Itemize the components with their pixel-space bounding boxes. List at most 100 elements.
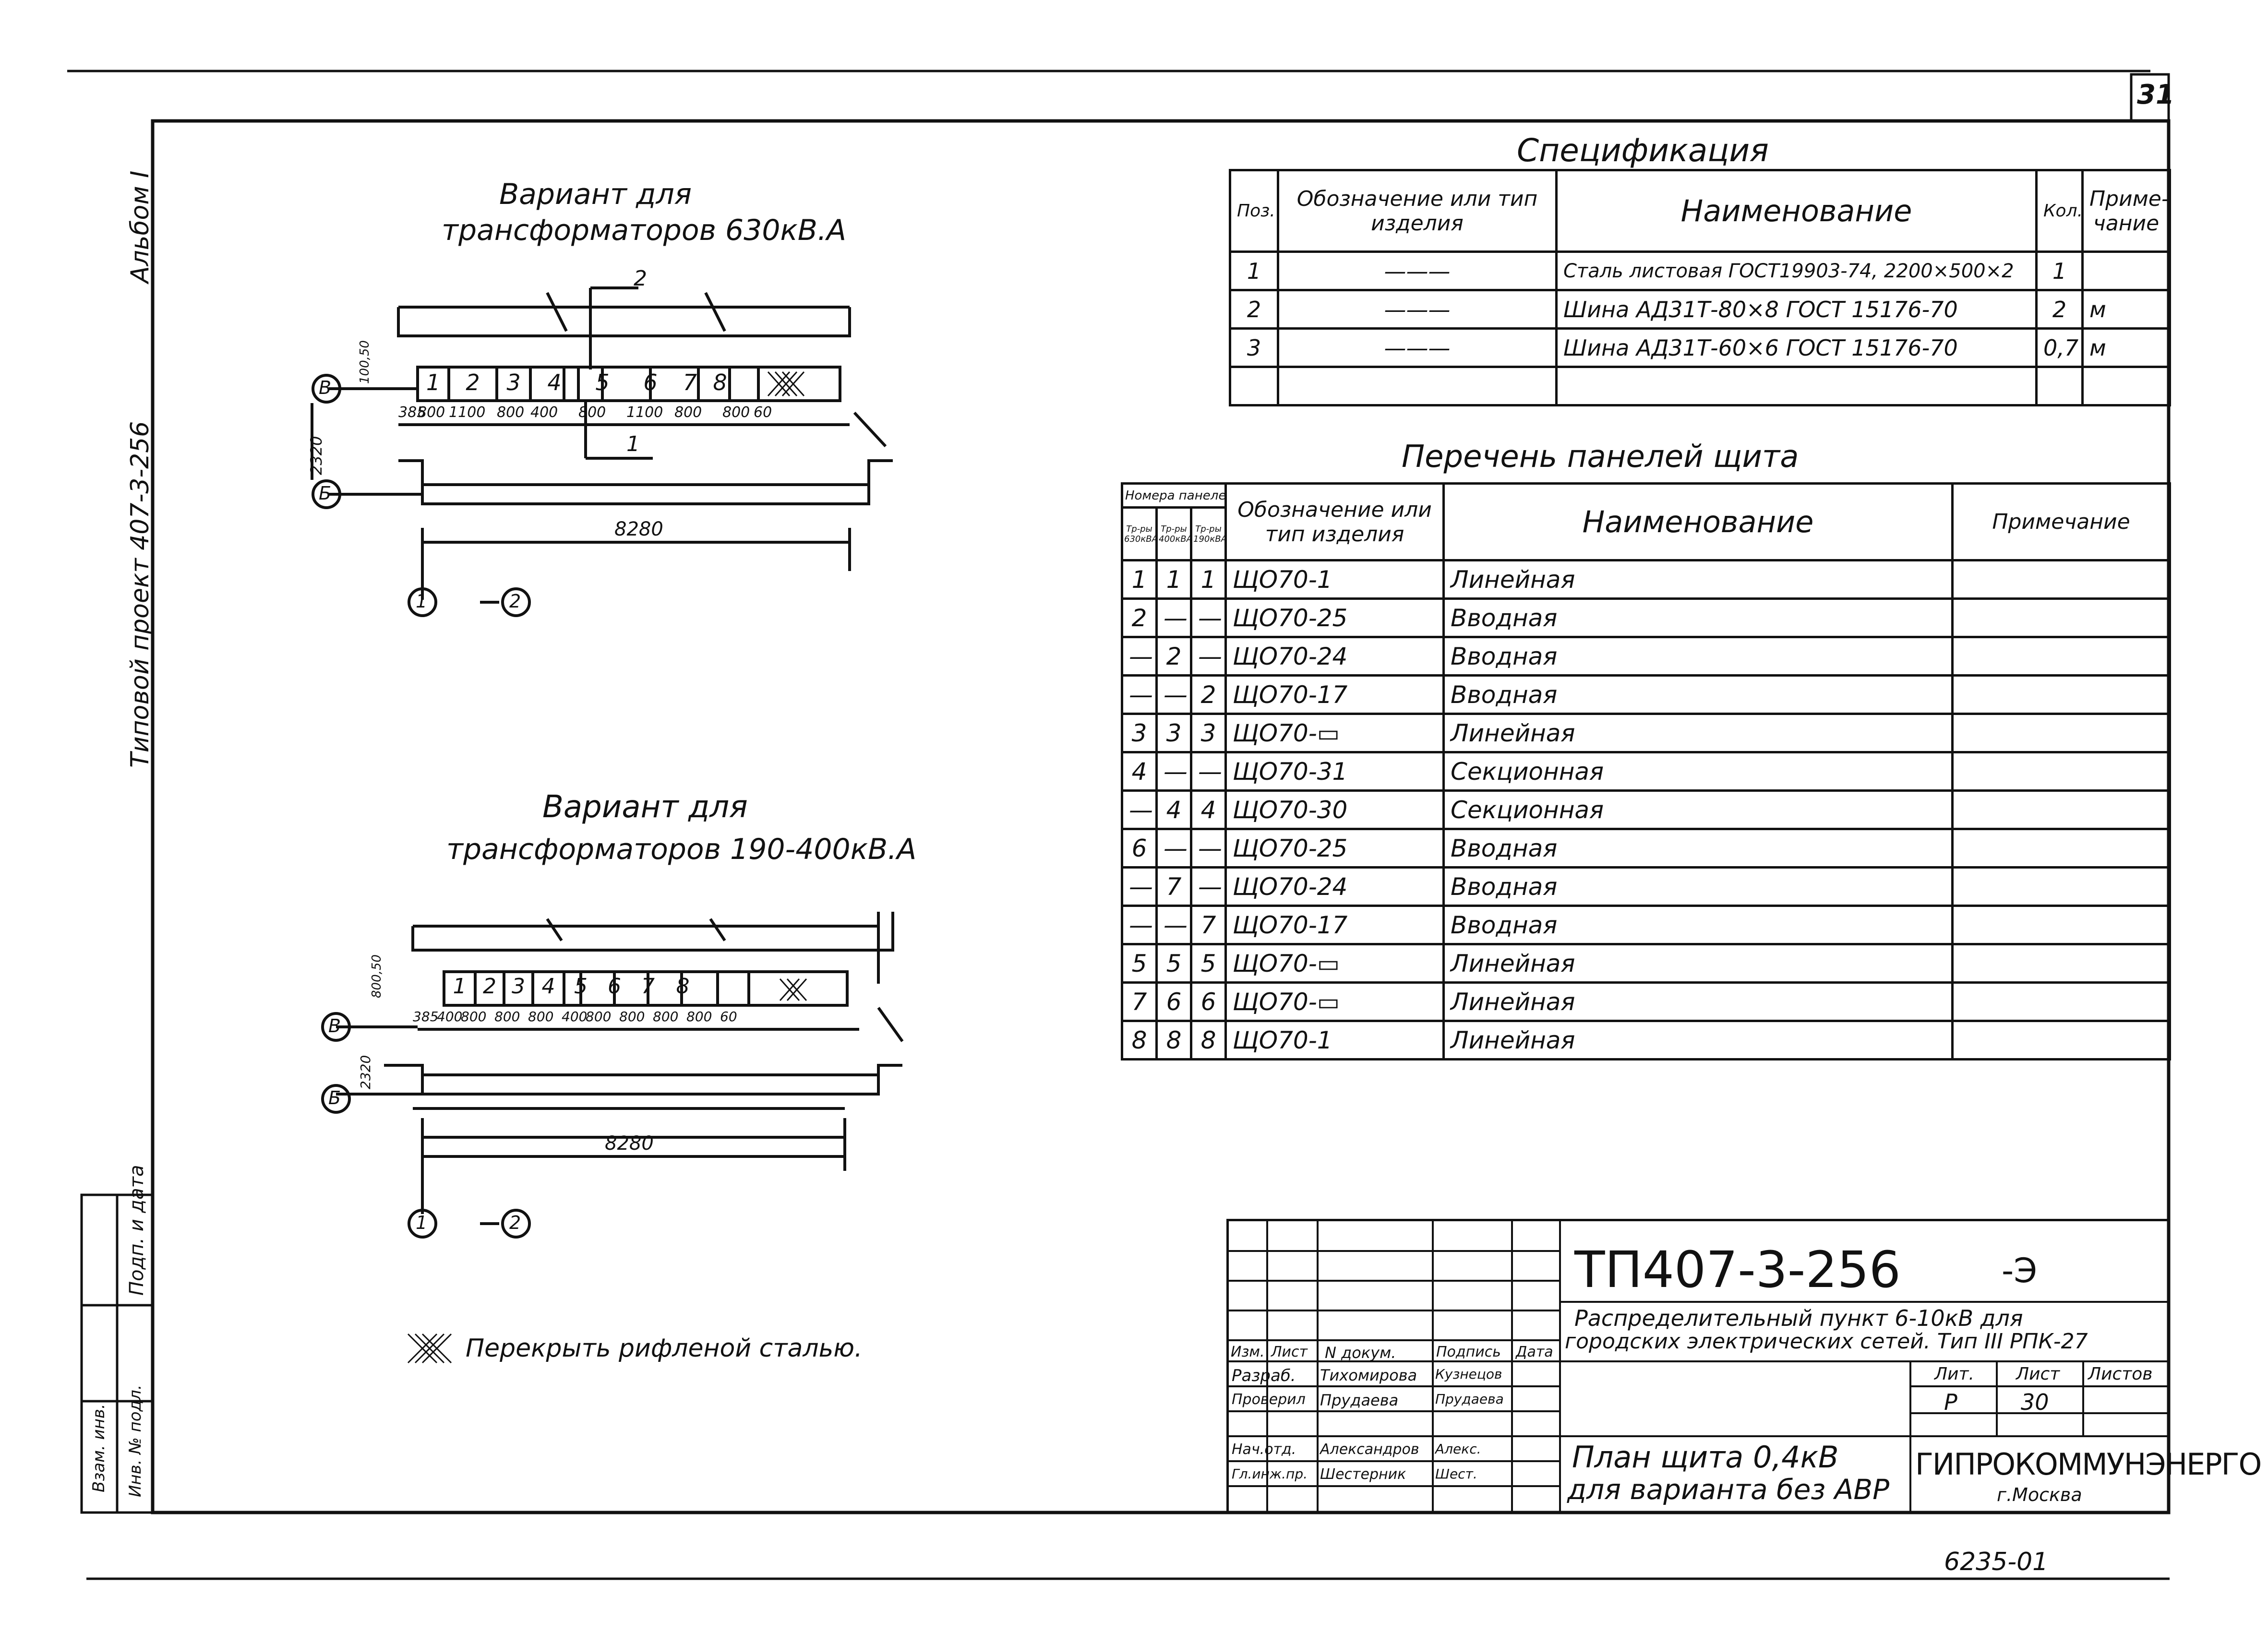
panel-name-cell: Вводная bbox=[1442, 636, 1954, 677]
stage-value: Р bbox=[1944, 1389, 1957, 1415]
panel-note-cell bbox=[1951, 828, 2172, 869]
plan-400-title-line1: Вариант для bbox=[542, 789, 748, 825]
table-row: 7 6 6 ЩО70-▭ Линейная bbox=[1121, 981, 2172, 1022]
table-row: 2 — — ЩО70-25 Вводная bbox=[1121, 597, 2172, 638]
panel-number-cell: 7 bbox=[1189, 905, 1227, 945]
panel-name-cell: Секционная bbox=[1442, 789, 1954, 830]
drawing-title-line2: для варианта без АВР bbox=[1567, 1473, 1890, 1506]
sheet-value: 30 bbox=[2021, 1389, 2049, 1415]
axis-label: 2 bbox=[509, 1212, 521, 1233]
panel-note-cell bbox=[1951, 981, 2172, 1022]
panels-group-header: Номера панелей bbox=[1120, 482, 1227, 509]
panel-type-cell: ЩО70-▭ bbox=[1224, 713, 1445, 753]
plan-630-top-dim: 100,50 bbox=[358, 340, 372, 384]
spec-header: Обозначение или тип изделия bbox=[1277, 169, 1558, 253]
panel-number: 1 bbox=[426, 369, 441, 395]
dimension-label: 800 bbox=[497, 404, 525, 421]
panel-number-cell: — bbox=[1155, 674, 1192, 715]
panel-number-cell: 4 bbox=[1155, 789, 1192, 830]
project-description-line1: Распределительный пункт 6-10кВ для bbox=[1574, 1305, 2023, 1331]
panel-number-cell: 7 bbox=[1121, 981, 1158, 1022]
panels-list-title: Перечень панелей щита bbox=[1402, 439, 1799, 475]
spec-cell: Шина АД31Т-60×6 ГОСТ 15176-70 bbox=[1555, 327, 2038, 368]
table-row: 1 1 1 ЩО70-1 Линейная bbox=[1121, 559, 2172, 600]
panel-number: 8 bbox=[676, 974, 690, 999]
panel-number-cell: 4 bbox=[1189, 789, 1227, 830]
signature: Шест. bbox=[1435, 1466, 1477, 1482]
spec-cell: 0,7 bbox=[2035, 327, 2084, 368]
dimension-label: 1100 bbox=[626, 404, 663, 421]
panel-number-cell: 6 bbox=[1121, 828, 1158, 869]
panel-name-cell: Вводная bbox=[1442, 905, 1954, 945]
panel-number-cell: — bbox=[1121, 866, 1158, 907]
panel-name-cell: Вводная bbox=[1442, 597, 1954, 638]
spec-cell: ——— bbox=[1277, 289, 1558, 330]
spec-cell bbox=[1277, 366, 1558, 406]
organization-name: ГИПРОКОММУНЭНЕРГО bbox=[1915, 1447, 2262, 1482]
panel-type-cell: ЩО70-30 bbox=[1224, 789, 1445, 830]
panel-name-cell: Вводная bbox=[1442, 866, 1954, 907]
spec-cell: ——— bbox=[1277, 250, 1558, 291]
plan-400-overall-dim: 8280 bbox=[605, 1132, 654, 1155]
signature: Алекс. bbox=[1435, 1441, 1481, 1457]
panel-number: 4 bbox=[541, 974, 555, 999]
panel-number: 6 bbox=[608, 974, 621, 999]
plan-400-panel-numbers: 1 2 3 4 5 6 7 8 bbox=[444, 974, 847, 1004]
panel-number-cell: 6 bbox=[1189, 981, 1227, 1022]
panel-type-cell: ЩО70-25 bbox=[1224, 597, 1445, 638]
panel-number-cell: 1 bbox=[1121, 559, 1158, 600]
panel-number: 2 bbox=[483, 974, 496, 999]
dimension-label: 385 bbox=[398, 404, 426, 421]
panel-number-cell: 3 bbox=[1155, 713, 1192, 753]
panel-note-cell bbox=[1951, 559, 2172, 600]
plan-400-title-line2: трансформаторов 190-400кВ.А bbox=[446, 833, 917, 866]
panels-header: Наименование bbox=[1442, 482, 1954, 561]
plan-400-left-dim: 2320 bbox=[358, 1055, 373, 1089]
panel-number: 5 bbox=[574, 974, 588, 999]
table-row: 4 — — ЩО70-31 Секционная bbox=[1121, 751, 2172, 792]
spec-cell: 2 bbox=[1229, 289, 1279, 330]
plan-630-overall-dim: 8280 bbox=[614, 518, 663, 540]
panel-number-cell: 8 bbox=[1189, 1020, 1227, 1060]
dimension-label: 400 bbox=[562, 1009, 588, 1025]
title-col-header: Изм. bbox=[1231, 1344, 1265, 1360]
spec-cell: м bbox=[2081, 289, 2171, 330]
spec-cell: м bbox=[2081, 327, 2171, 368]
panel-number-cell: — bbox=[1155, 751, 1192, 792]
panel-number-cell: 5 bbox=[1189, 943, 1227, 984]
album-label: Альбом I bbox=[126, 170, 155, 283]
spec-header: Приме- чание bbox=[2081, 169, 2171, 253]
signature: Кузнецов bbox=[1435, 1366, 1502, 1382]
dimension-label: 800 bbox=[528, 1009, 554, 1025]
panel-type-cell: ЩО70-▭ bbox=[1224, 981, 1445, 1022]
page-number: 31 bbox=[2137, 79, 2174, 110]
panel-type-cell: ЩО70-17 bbox=[1224, 905, 1445, 945]
dimension-label: 60 bbox=[754, 404, 772, 421]
plan-630-title-line1: Вариант для bbox=[499, 178, 692, 211]
panel-number-cell: 5 bbox=[1155, 943, 1192, 984]
person-name: Прудаева bbox=[1320, 1391, 1399, 1409]
organization-city: г.Москва bbox=[1997, 1484, 2082, 1505]
panels-header: Обозначение или тип изделия bbox=[1224, 482, 1445, 561]
axis-label: 1 bbox=[416, 1212, 428, 1233]
panel-note-cell bbox=[1951, 866, 2172, 907]
table-row: 1 ——— Сталь листовая ГОСТ19903-74, 2200×… bbox=[1229, 250, 2171, 291]
plan-630-drawing bbox=[311, 286, 893, 617]
panel-number: 2 bbox=[466, 369, 480, 395]
panel-number-cell: — bbox=[1189, 751, 1227, 792]
drawing-code: ТП407-3-256 bbox=[1574, 1240, 1901, 1299]
panel-type-cell: ЩО70-▭ bbox=[1224, 943, 1445, 984]
panel-number: 4 bbox=[547, 369, 562, 395]
title-col-header: Подпись bbox=[1436, 1344, 1501, 1360]
panel-type-cell: ЩО70-1 bbox=[1224, 559, 1445, 600]
panel-note-cell bbox=[1951, 674, 2172, 715]
panel-name-cell: Линейная bbox=[1442, 713, 1954, 753]
plan-400-top-dim: 800,50 bbox=[370, 954, 384, 998]
panel-number: 3 bbox=[512, 974, 525, 999]
role-label: Разраб. bbox=[1232, 1366, 1296, 1385]
panel-number-cell: 3 bbox=[1189, 713, 1227, 753]
panel-number-cell: 8 bbox=[1121, 1020, 1158, 1060]
panels-list-table: Номера панелей Обозначение или тип издел… bbox=[1120, 482, 2172, 1060]
panel-note-cell bbox=[1951, 943, 2172, 984]
panel-number-cell: — bbox=[1189, 828, 1227, 869]
